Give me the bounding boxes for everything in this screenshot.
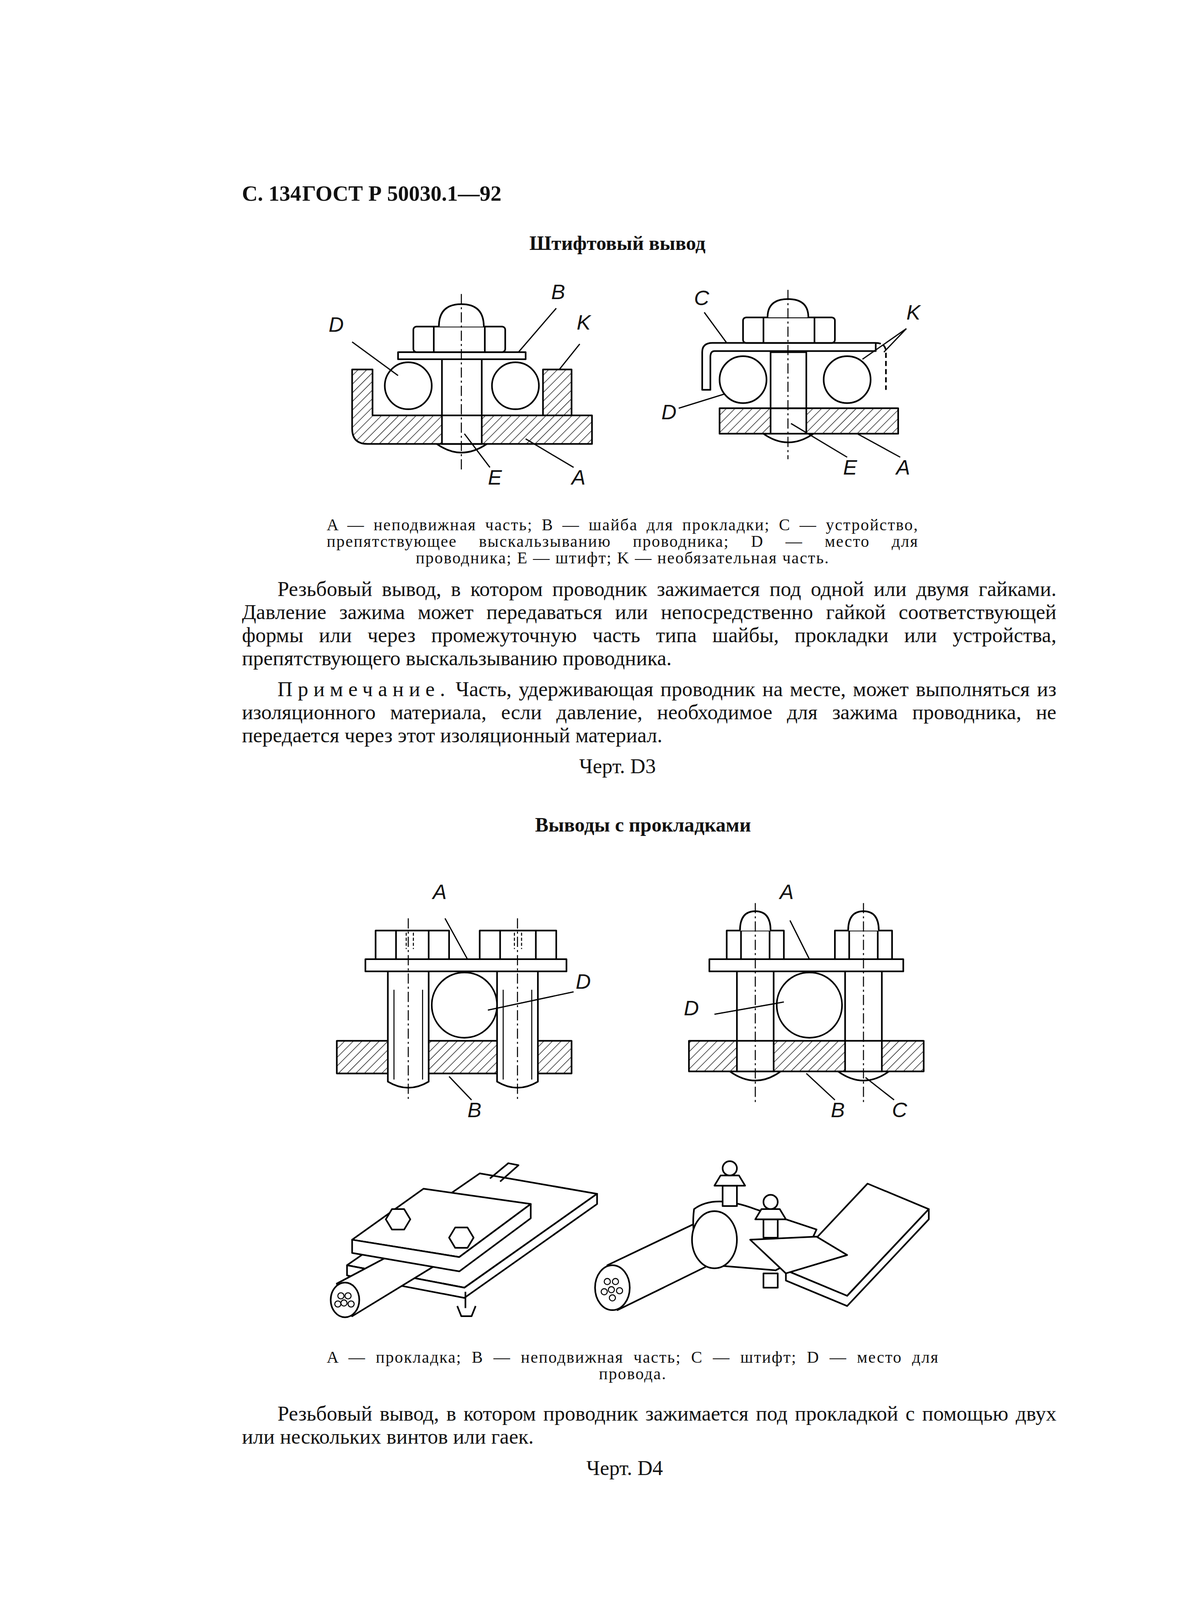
part-letter: E — [487, 467, 502, 489]
clamp-perspective-left — [330, 1163, 598, 1318]
part-letter: B — [550, 281, 565, 303]
pin-terminal-right — [678, 290, 907, 460]
body-paragraph: Резьбовый вывод, в котором проводник заж… — [241, 577, 1057, 670]
part-letter: B — [831, 1100, 845, 1122]
part-letter: C — [892, 1100, 908, 1122]
note-label: Примечание. — [277, 677, 451, 701]
part-letter: A — [571, 467, 586, 489]
clamp-terminal-right — [689, 903, 924, 1103]
part-letter: A — [432, 881, 447, 903]
clamp-terminal-left — [336, 918, 574, 1103]
page-number: С. 134 — [241, 181, 301, 206]
part-letter: C — [693, 287, 710, 309]
note-paragraph: Примечание.Часть, удерживающая проводник… — [241, 677, 1057, 747]
part-letter: A — [895, 457, 910, 479]
part-letter: A — [779, 881, 794, 903]
part-letter: D — [328, 314, 345, 336]
figure-caption: A — прокладка; B — неподвижная часть; C … — [326, 1349, 940, 1383]
part-letter: K — [576, 312, 591, 334]
section-heading: Выводы с прокладками — [534, 814, 751, 837]
standard-code: ГОСТ Р 50030.1—92 — [302, 181, 502, 206]
figure-number: Черт. D3 — [579, 755, 656, 779]
part-letter: B — [467, 1100, 482, 1122]
clamp-perspective-right — [594, 1161, 929, 1311]
figure-number: Черт. D4 — [586, 1457, 663, 1481]
part-letter: E — [843, 457, 858, 479]
part-letter: D — [661, 402, 677, 423]
part-letter: K — [906, 302, 921, 324]
part-letter: D — [575, 971, 592, 993]
part-letter: D — [683, 998, 700, 1020]
section-heading: Штифтовый вывод — [529, 232, 706, 255]
figure-caption: A — неподвижная часть; B — шайба для про… — [326, 516, 919, 567]
pin-terminal-left — [351, 293, 592, 472]
body-paragraph: Резьбовый вывод, в котором проводник заж… — [241, 1402, 1057, 1449]
